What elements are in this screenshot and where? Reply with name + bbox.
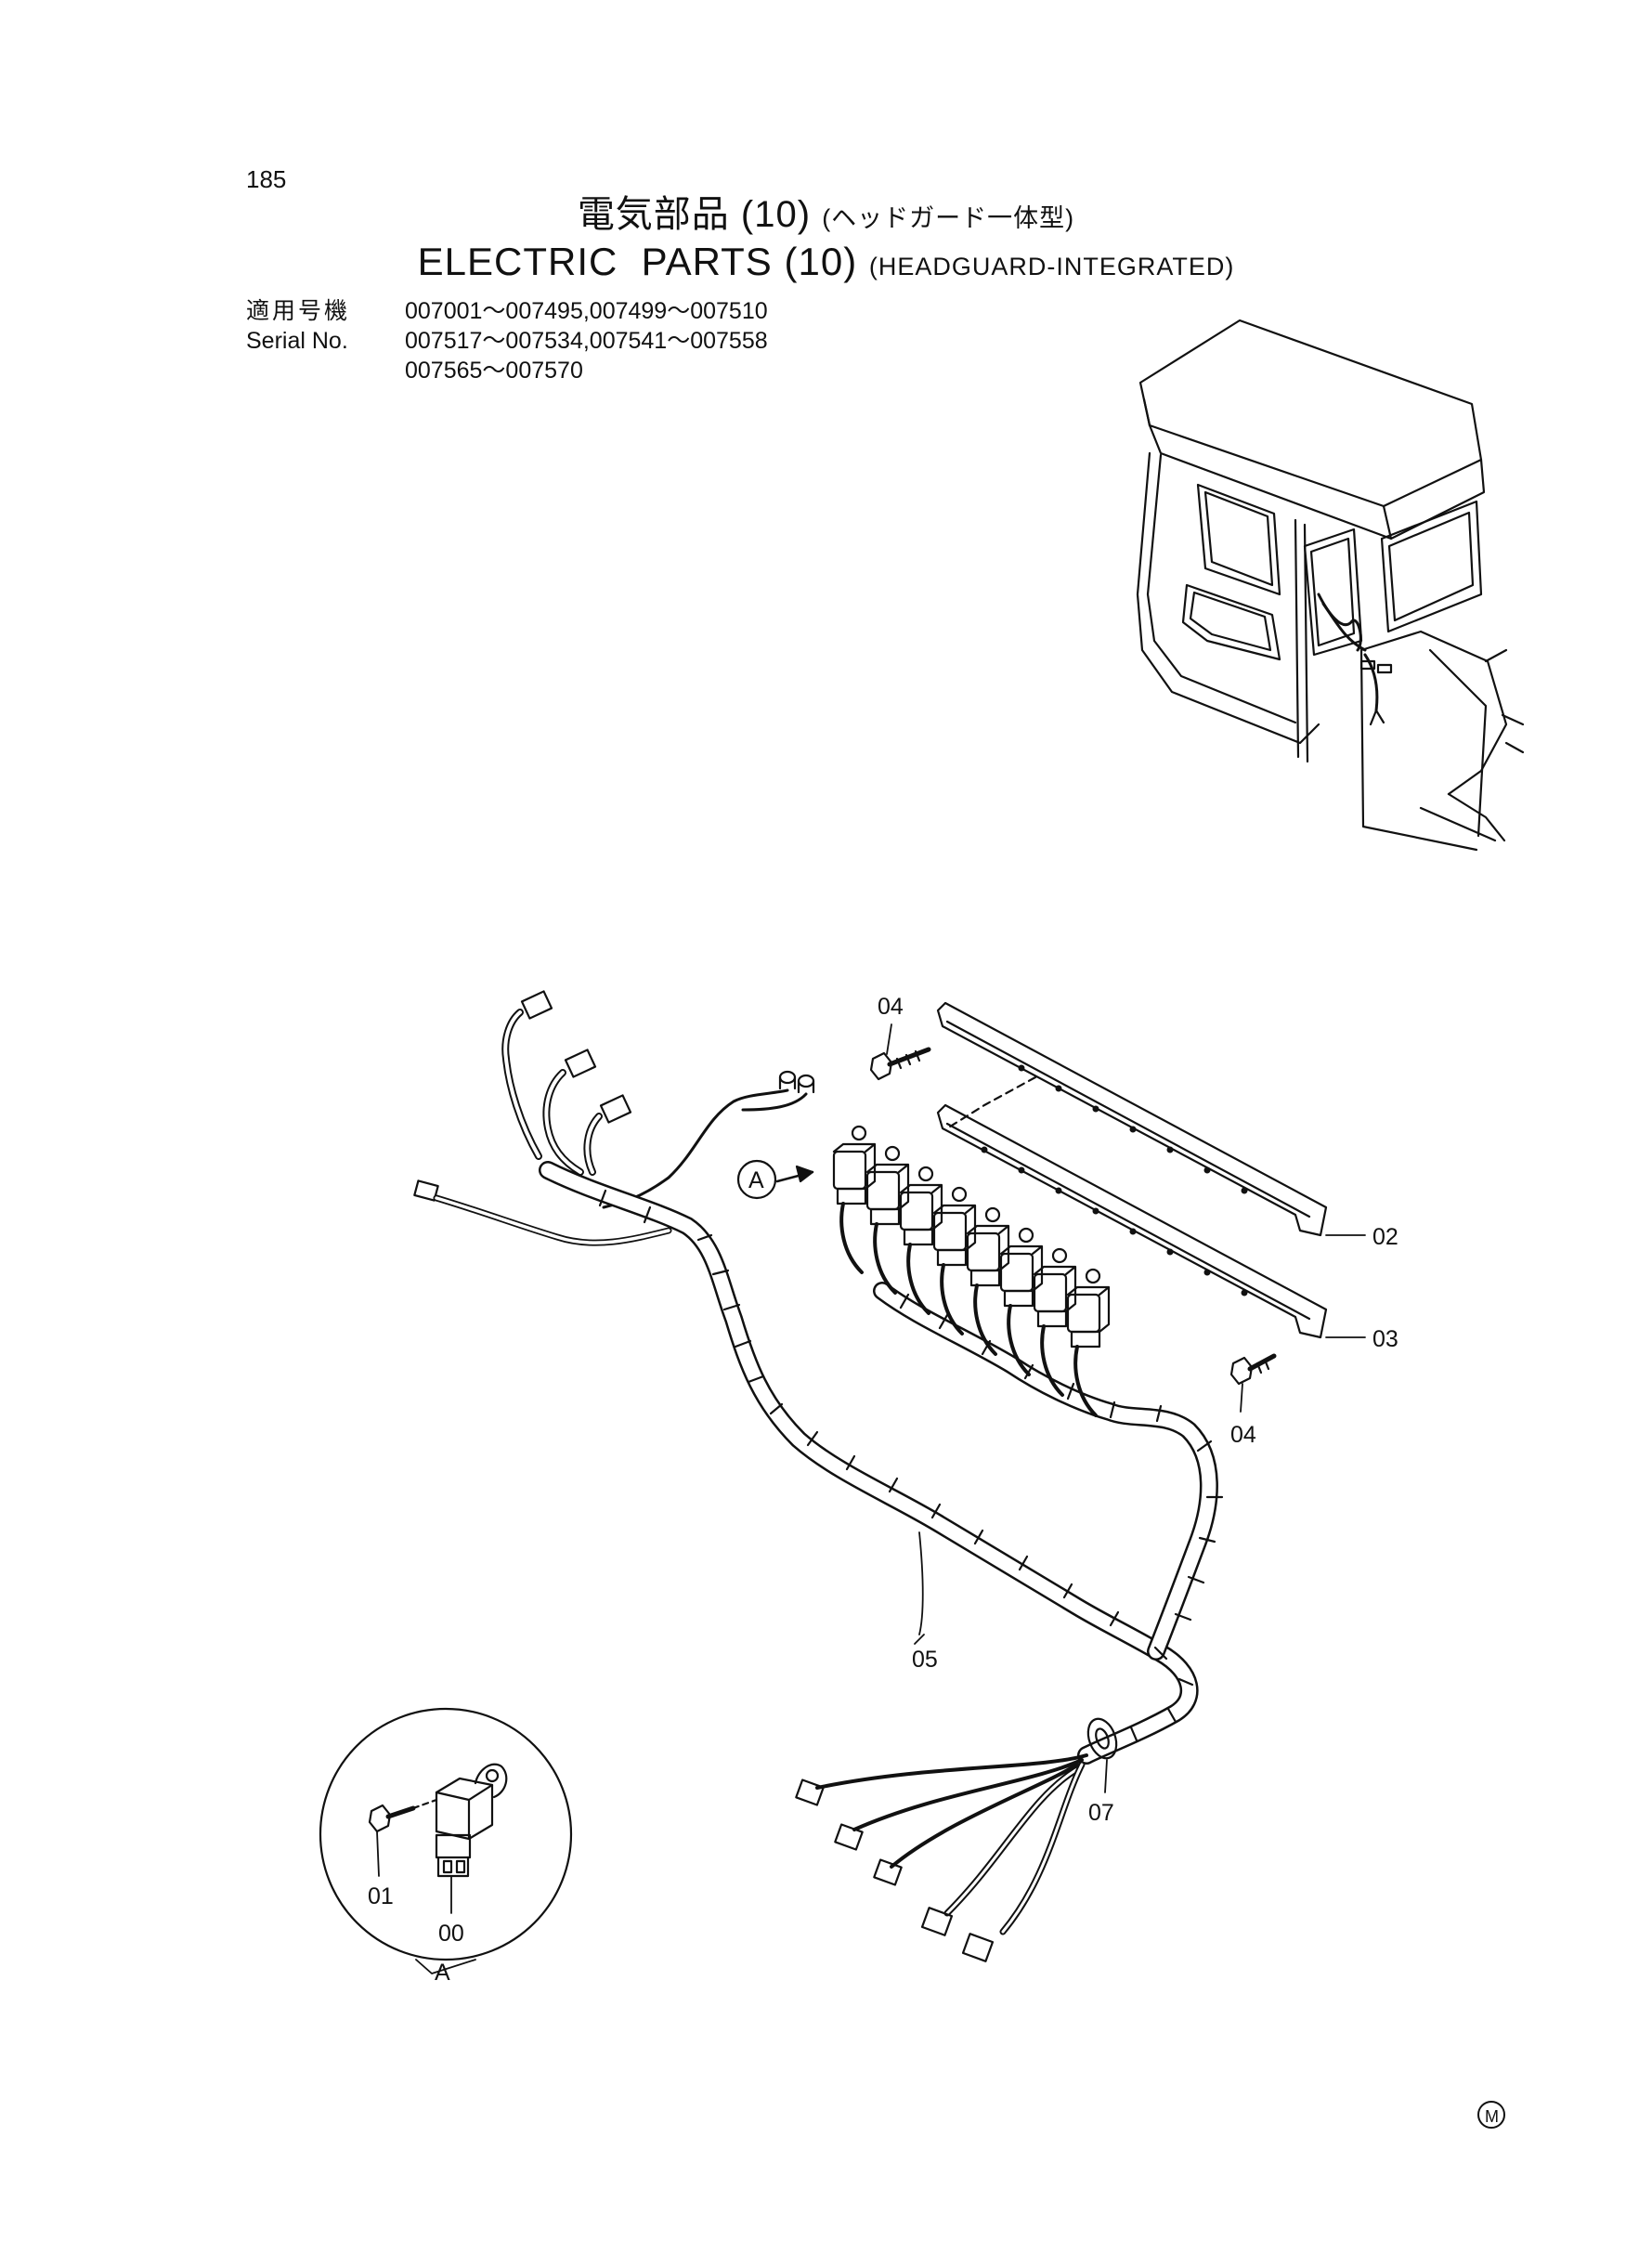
m-mark-letter: M [1485, 2107, 1499, 2126]
callout-00: 00 [438, 1921, 464, 1947]
cab-illustration [1136, 319, 1525, 852]
detail-a [319, 1707, 573, 1961]
callout-04-top: 04 [878, 994, 904, 1020]
title-english: ELECTRIC PARTS (10) (HEADGUARD-INTEGRATE… [0, 240, 1652, 284]
m-mark: M [1477, 2101, 1505, 2129]
detail-label-a: A [435, 1960, 450, 1986]
title-english-main: ELECTRIC PARTS (10) [417, 240, 858, 283]
callout-05: 05 [912, 1647, 938, 1673]
serial-range-line-1: 007001～007495,007499～007510 [405, 298, 768, 324]
harness-upper-branches [413, 990, 815, 1246]
callout-01: 01 [368, 1883, 394, 1909]
detail-reference-a: A [748, 1167, 764, 1193]
title-english-sub: (HEADGUARD-INTEGRATED) [868, 253, 1235, 280]
serial-label-english: Serial No. [246, 328, 348, 354]
callout-04-bottom: 04 [1230, 1422, 1256, 1448]
title-japanese-sub: (ヘッドガード一体型) [822, 204, 1075, 232]
relay-assembly [736, 1001, 1328, 1417]
callout-07: 07 [1088, 1800, 1114, 1826]
serial-range-line-3: 007565～007570 [405, 358, 583, 384]
page-number: 185 [246, 165, 287, 193]
bolt-04-bottom [1229, 1353, 1277, 1386]
bolt-04-top [869, 1047, 931, 1081]
title-japanese: 電気部品 (10) (ヘッドガード一体型) [0, 184, 1652, 238]
lower-branches [795, 1717, 1118, 1962]
callout-02: 02 [1372, 1224, 1398, 1250]
callout-03: 03 [1372, 1326, 1398, 1352]
leader-lines [376, 1023, 1366, 1974]
main-harness [539, 1161, 1224, 1765]
serial-label-japanese: 適用号機 [246, 298, 351, 324]
serial-range-line-2: 007517～007534,007541～007558 [405, 328, 768, 354]
title-japanese-main: 電気部品 (10) [577, 194, 812, 235]
